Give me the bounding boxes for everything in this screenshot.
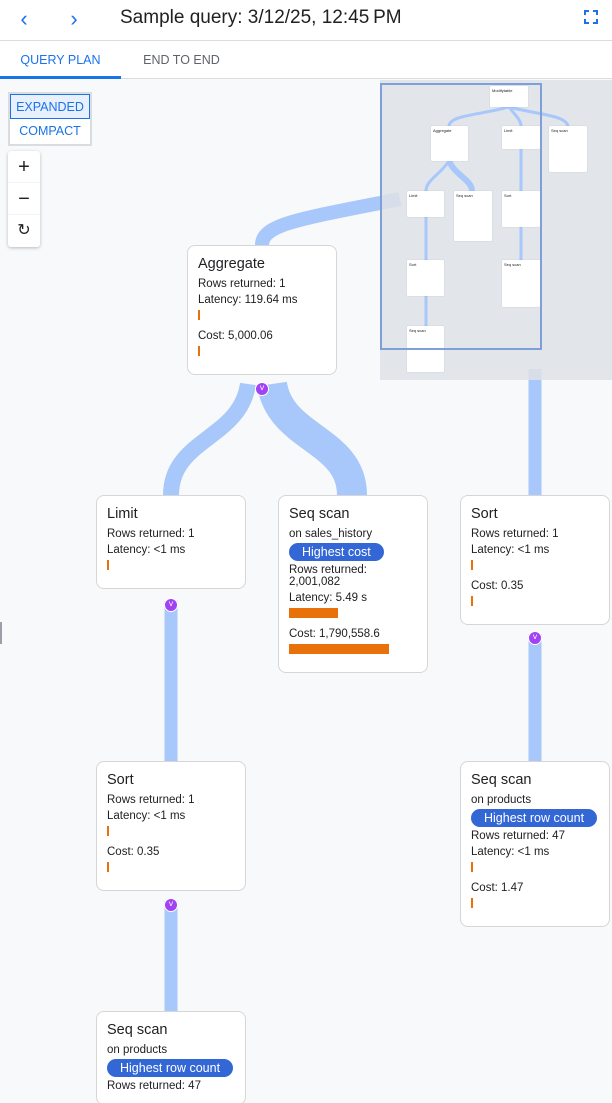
status-badge: Highest row count [107,1059,234,1077]
minimap-node: Seq scan [502,260,540,307]
status-badge: Highest row count [471,809,598,827]
expand-chevron-icon[interactable]: ˅ [255,382,269,396]
minimap-node: Limit [502,126,540,149]
rows-returned: Rows returned: 47 [471,830,565,842]
minimap-node: Seq scan [454,191,492,241]
page-title: Sample query: 3/12/25, 12:45 PM [120,7,402,28]
minimap-node: Sort [407,260,444,296]
latency-label: Latency: 5.49 s [289,592,367,604]
minimap-node: Aggregate [431,126,468,161]
tab-end-to-end[interactable]: END TO END [143,53,220,67]
view-mode-toggle: EXPANDED COMPACT [8,92,92,146]
latency-bar [471,560,473,570]
zoom-out-button[interactable]: − [8,183,40,215]
node-title: Limit [107,506,138,522]
node-title: Sort [107,772,134,788]
minimap-node: Seq scan [549,126,587,172]
node-table: on products [471,794,532,806]
minimap-node: Modifytable [490,86,528,107]
minimap-viewport[interactable] [380,83,542,350]
minimap-edges [424,105,570,326]
rows-returned: Rows returned: 2,001,082 [289,564,367,588]
plan-edges [163,192,542,1011]
tab-query-plan[interactable]: QUERY PLAN [0,41,121,79]
compact-option[interactable]: COMPACT [19,124,81,138]
latency-label: Latency: <1 ms [107,810,186,822]
cost-bar [471,898,473,908]
header: ‹ › Sample query: 3/12/25, 12:45 PM [0,0,612,41]
node-title: Seq scan [471,772,532,788]
cost-bar [471,596,473,606]
rows-returned: Rows returned: 1 [107,794,195,806]
fullscreen-icon[interactable] [584,10,598,24]
cost-label: Cost: 1,790,558.6 [289,628,380,640]
zoom-in-button[interactable]: + [8,151,40,183]
rows-returned: Rows returned: 47 [107,1080,201,1092]
expand-chevron-icon[interactable]: ˅ [528,631,542,645]
expanded-option[interactable]: EXPANDED [10,94,90,119]
latency-label: Latency: 119.64 ms [198,294,298,306]
scroll-indicator[interactable] [0,622,2,644]
cost-label: Cost: 1.47 [471,882,524,894]
node-table: on sales_history [289,528,373,540]
rows-returned: Rows returned: 1 [471,528,559,540]
chevron-right-icon[interactable]: › [70,6,78,31]
tab-bar: QUERY PLAN END TO END [0,41,612,79]
rows-returned: Rows returned: 1 [198,278,286,290]
cost-bar [198,346,200,356]
node-table: on products [107,1044,168,1056]
zoom-controls: + − ↻ [8,151,40,247]
edge-parent-aggregate [255,192,402,246]
cost-bar [289,644,389,654]
minimap-node: Sort [502,191,540,227]
node-title: Seq scan [107,1022,168,1038]
cost-label: Cost: 0.35 [107,846,160,858]
latency-bar [107,826,109,836]
cost-label: Cost: 0.35 [471,580,524,592]
chevron-left-icon[interactable]: ‹ [20,6,28,31]
edge-aggregate-limit [163,382,256,496]
node-title: Aggregate [198,256,265,272]
cost-label: Cost: 5,000.06 [198,330,273,342]
expand-chevron-icon[interactable]: ˅ [164,898,178,912]
latency-bar [107,560,109,570]
expand-chevron-icon[interactable]: ˅ [164,598,178,612]
reset-zoom-button[interactable]: ↻ [17,222,31,239]
latency-bar [198,310,200,320]
latency-bar [471,862,473,872]
minimap-node: Limit [407,191,444,217]
node-title: Sort [471,506,498,522]
edge-aggregate-seqscan [257,380,367,497]
cost-bar [107,862,109,872]
node-title: Seq scan [289,506,350,522]
rows-returned: Rows returned: 1 [107,528,195,540]
latency-label: Latency: <1 ms [471,544,550,556]
latency-bar [289,608,338,618]
latency-label: Latency: <1 ms [471,846,550,858]
status-badge: Highest cost [289,543,384,561]
latency-label: Latency: <1 ms [107,544,186,556]
